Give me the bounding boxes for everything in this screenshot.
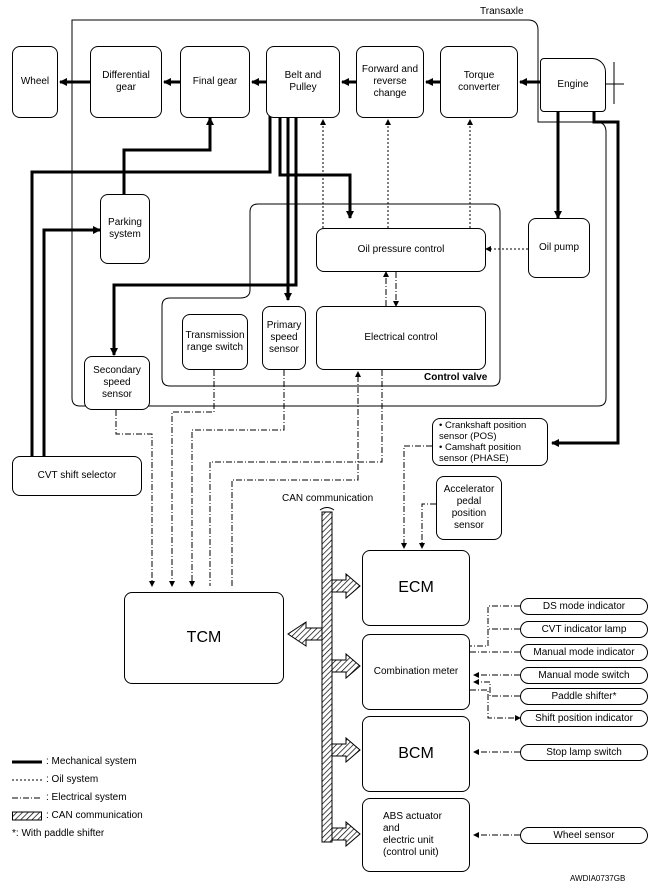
legend-footnote-label: *: With paddle shifter <box>12 828 105 839</box>
cvt-shift-selector-block: CVT shift selector <box>12 456 142 496</box>
wheel-block: Wheel <box>12 46 58 118</box>
legend-electrical-swatch <box>12 797 42 798</box>
legend-can: : CAN communication <box>12 810 143 821</box>
manual-mode-switch: Manual mode switch <box>520 667 648 684</box>
accelerator-pedal-sensor-block: Accelerator pedal position sensor <box>436 476 502 540</box>
bcm-block: BCM <box>362 716 470 792</box>
wheel-sensor: Wheel sensor <box>520 827 648 844</box>
crank-cam-sensor-block: • Crankshaft position sensor (POS) • Cam… <box>432 418 548 466</box>
legend-mechanical: : Mechanical system <box>12 756 137 767</box>
legend-mechanical-label: : Mechanical system <box>46 756 137 767</box>
legend-mechanical-swatch <box>12 760 42 763</box>
ds-mode-indicator: DS mode indicator <box>520 598 648 615</box>
differential-gear-block: Differential gear <box>90 46 162 118</box>
final-gear-block: Final gear <box>180 46 250 118</box>
transmission-range-switch-block: Transmission range switch <box>182 314 248 370</box>
legend-electrical: : Electrical system <box>12 792 127 803</box>
engine-block: Engine <box>540 58 606 112</box>
belt-pulley-block: Belt and Pulley <box>266 46 340 118</box>
paddle-shifter: Paddle shifter* <box>520 688 648 705</box>
legend-oil-swatch <box>12 779 42 780</box>
cvt-indicator-lamp: CVT indicator lamp <box>520 621 648 638</box>
ecm-block: ECM <box>362 550 470 626</box>
legend-can-label: : CAN communication <box>46 810 143 821</box>
legend-oil-label: : Oil system <box>46 774 99 785</box>
legend-electrical-label: : Electrical system <box>46 792 127 803</box>
control-valve-outline <box>161 203 501 387</box>
primary-speed-sensor-block: Primary speed sensor <box>262 306 306 370</box>
oil-pressure-control-block: Oil pressure control <box>316 228 486 272</box>
electrical-control-block: Electrical control <box>316 306 486 370</box>
legend-oil: : Oil system <box>12 774 98 785</box>
transaxle-label: Transaxle <box>480 6 524 17</box>
transaxle-outline <box>71 19 607 407</box>
figure-code: AWDIA0737GB <box>570 874 626 883</box>
legend-can-swatch <box>12 811 42 820</box>
shift-position-indicator: Shift position indicator <box>520 710 648 727</box>
tcm-block: TCM <box>124 592 284 684</box>
legend-footnote: *: With paddle shifter <box>12 828 104 839</box>
control-valve-label: Control valve <box>424 372 488 383</box>
combination-meter-block: Combination meter <box>362 634 470 710</box>
stop-lamp-switch: Stop lamp switch <box>520 744 648 761</box>
manual-mode-indicator: Manual mode indicator <box>520 644 648 661</box>
oil-pump-block: Oil pump <box>528 218 590 278</box>
torque-converter-block: Torque converter <box>440 46 518 118</box>
secondary-speed-sensor-block: Secondary speed sensor <box>84 356 150 410</box>
forward-reverse-block: Forward and reverse change <box>356 46 424 118</box>
abs-actuator-block: ABS actuator and electric unit (control … <box>362 798 470 872</box>
parking-system-block: Parking system <box>100 194 150 264</box>
can-communication-label: CAN communication <box>282 493 374 504</box>
